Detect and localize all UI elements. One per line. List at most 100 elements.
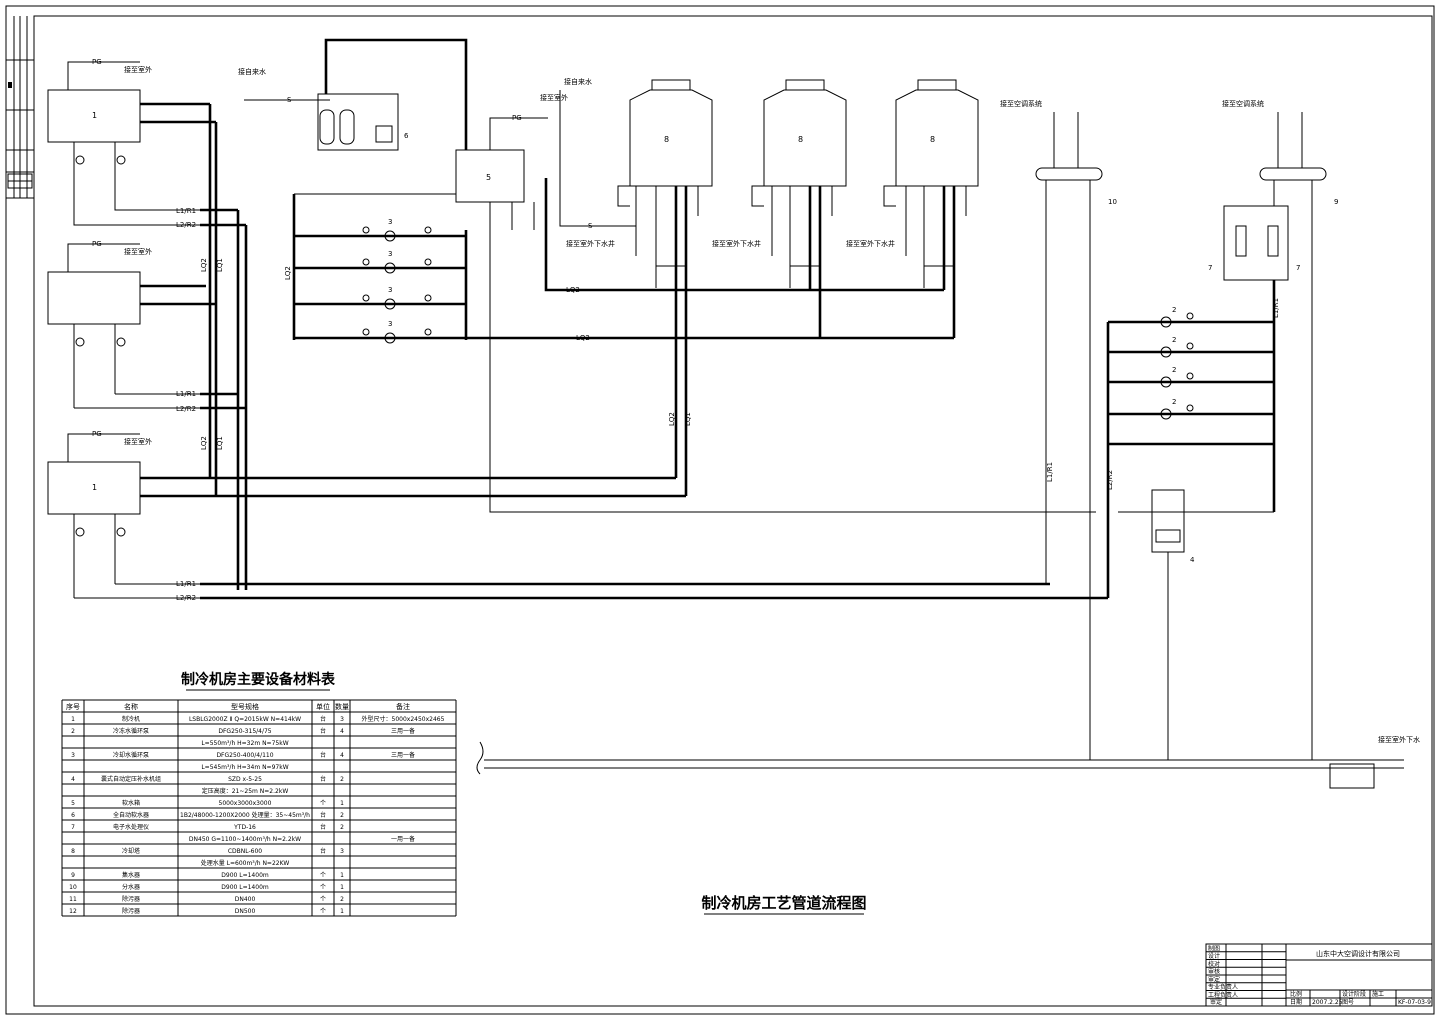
- cooling-pump-2: 3: [362, 250, 432, 274]
- table-cell: DFG250-400/4/110: [216, 752, 273, 759]
- pressure-unit: 4: [1118, 489, 1274, 760]
- title-block-role: 制图: [1208, 944, 1220, 952]
- note-outdoor-tank: 接至室外: [540, 93, 568, 102]
- table-cell: 台: [320, 775, 326, 783]
- table-cell: 冷却水循环泵: [113, 751, 149, 759]
- l1r1-vlabel-collector: L1/R1: [1272, 298, 1280, 318]
- divider-tag: 10: [1108, 198, 1117, 206]
- cooling-pump-tag-4: 3: [388, 320, 392, 328]
- drawing-title: 制冷机房工艺管道流程图: [701, 894, 866, 912]
- s-label-tower: S: [588, 222, 593, 230]
- table-cell: 4: [340, 752, 344, 759]
- outer-border: [5, 5, 1435, 1015]
- l2r2-label-1: L2/R2: [176, 221, 196, 229]
- pg-label-3: PG: [92, 430, 102, 438]
- table-cell: DFG250-315/4/75: [218, 728, 271, 735]
- note-drain-2: 接至室外下水井: [712, 239, 761, 248]
- date-value: 2007.2.25: [1312, 999, 1343, 1006]
- table-cell: 冷冻水循环泵: [113, 727, 149, 735]
- title-block-role: 校对: [1208, 960, 1220, 968]
- table-cell: 4: [71, 776, 75, 783]
- table-cell: 2: [340, 824, 344, 831]
- table-cell: 台: [320, 823, 326, 831]
- s-label-softener: S: [287, 96, 292, 104]
- table-cell: 个: [320, 908, 326, 915]
- table-cell: 集水器: [122, 871, 140, 879]
- table-cell: 3: [340, 716, 344, 723]
- note-drain-3: 接至室外下水井: [846, 239, 895, 248]
- table-cell: 除污器: [122, 895, 140, 903]
- scale-label: 比例: [1290, 990, 1302, 998]
- cooling-pump-tag-3: 3: [388, 286, 392, 294]
- left-mains: L1/R1 L2/R2 L1/R1 L2/R2 L1/R1 L2/R2 LQ2 …: [176, 104, 1108, 602]
- table-cell: 10: [69, 884, 77, 891]
- table-cell: 3: [340, 848, 344, 855]
- table-cell: 7: [71, 824, 75, 831]
- treat-tag-1: 7: [1208, 264, 1212, 272]
- tower-2-tag: 8: [798, 135, 803, 144]
- table-cell: 4: [340, 728, 344, 735]
- chilled-pump-4: 2: [1160, 398, 1194, 420]
- table-cell: 除污器: [122, 907, 140, 915]
- table-cell: L=545m³/h H=34m N=97kW: [201, 764, 288, 771]
- table-cell: LSBLG2000Z Ⅱ Q=2015kW N=414kW: [189, 716, 301, 723]
- table-cell: 2: [340, 896, 344, 903]
- table-cell: 9: [71, 872, 75, 879]
- chiller-1: 1 PG 接至室外: [47, 58, 216, 226]
- inner-border: [33, 15, 1433, 1007]
- chilled-pump-group: L2/R2 2 2 2 2: [1106, 306, 1274, 598]
- table-cell: 5000x3000x3000: [219, 800, 272, 807]
- note-outdoor-1: 接至室外: [124, 65, 152, 74]
- sheet-value: KF-07-03-9: [1398, 999, 1431, 1006]
- note-ac-system-1: 接至空调系统: [1000, 99, 1042, 108]
- table-cell: SZD x-5-25: [228, 776, 262, 783]
- l1r1-label-1: L1/R1: [176, 207, 196, 215]
- table-cell: L=550m³/h H=32m N=75kW: [201, 740, 288, 747]
- water-treatment-units: 7 7 L1/R1: [1208, 180, 1300, 512]
- table-cell: 定压高度：21~25m N=2.2kW: [202, 787, 289, 795]
- chiller-3-tag: 1: [92, 483, 97, 492]
- pump-tag-1: 2: [1172, 306, 1176, 314]
- tower-3-tag: 8: [930, 135, 935, 144]
- table-cell: 2: [71, 728, 75, 735]
- cooling-pump-group: LQ2 3 3 3 3: [284, 194, 468, 344]
- tower-headers: LQ2 LQ2 LQ2 LQ1: [466, 178, 1096, 513]
- cooling-pump-tag-2: 3: [388, 250, 392, 258]
- cooling-pump-tag-1: 3: [388, 218, 392, 226]
- table-cell: CDBNL-600: [228, 848, 262, 855]
- l2r2-vlabel-pumps: L2/R2: [1106, 470, 1114, 490]
- table-header-cell: 名称: [124, 702, 138, 711]
- table-cell: 1: [340, 884, 344, 891]
- table-cell: 12: [69, 908, 77, 915]
- table-cell: 1: [340, 800, 344, 807]
- note-sewer: 接至室外下水: [1378, 735, 1420, 744]
- lq2-vlabel-tower: LQ2: [668, 412, 676, 426]
- table-cell: 个: [320, 800, 326, 807]
- review-label: 审定: [1210, 998, 1222, 1006]
- table-cell: 1: [340, 872, 344, 879]
- pressure-unit-tag: 4: [1190, 556, 1195, 564]
- note-tap-water-1: 接自来水: [238, 67, 266, 76]
- note-drain-1: 接至室外下水井: [566, 239, 615, 248]
- equipment-table-title: 制冷机房主要设备材料表: [181, 671, 336, 688]
- stage-value: 施工: [1372, 990, 1384, 998]
- title-block-role: 工程负责人: [1208, 991, 1238, 999]
- note-outdoor-3: 接至室外: [124, 437, 152, 446]
- table-cell: 台: [320, 811, 326, 819]
- note-ac-system-2: 接至空调系统: [1222, 99, 1264, 108]
- sheet-label: 图号: [1342, 999, 1354, 1006]
- title-block-role: 设计: [1208, 952, 1220, 960]
- table-cell: 5: [71, 800, 75, 807]
- collector-tag: 9: [1334, 198, 1338, 206]
- note-outdoor-2: 接至室外: [124, 247, 152, 256]
- table-cell: 全自动软水器: [113, 811, 149, 819]
- table-cell: DN500: [235, 908, 256, 915]
- table-header-cell: 型号规格: [231, 702, 259, 711]
- table-cell: 3: [71, 752, 75, 759]
- chilled-pump-2: 2: [1160, 336, 1194, 358]
- table-cell: 外型尺寸：5000x2450x2465: [362, 715, 445, 723]
- table-header-cell: 数量: [335, 702, 349, 711]
